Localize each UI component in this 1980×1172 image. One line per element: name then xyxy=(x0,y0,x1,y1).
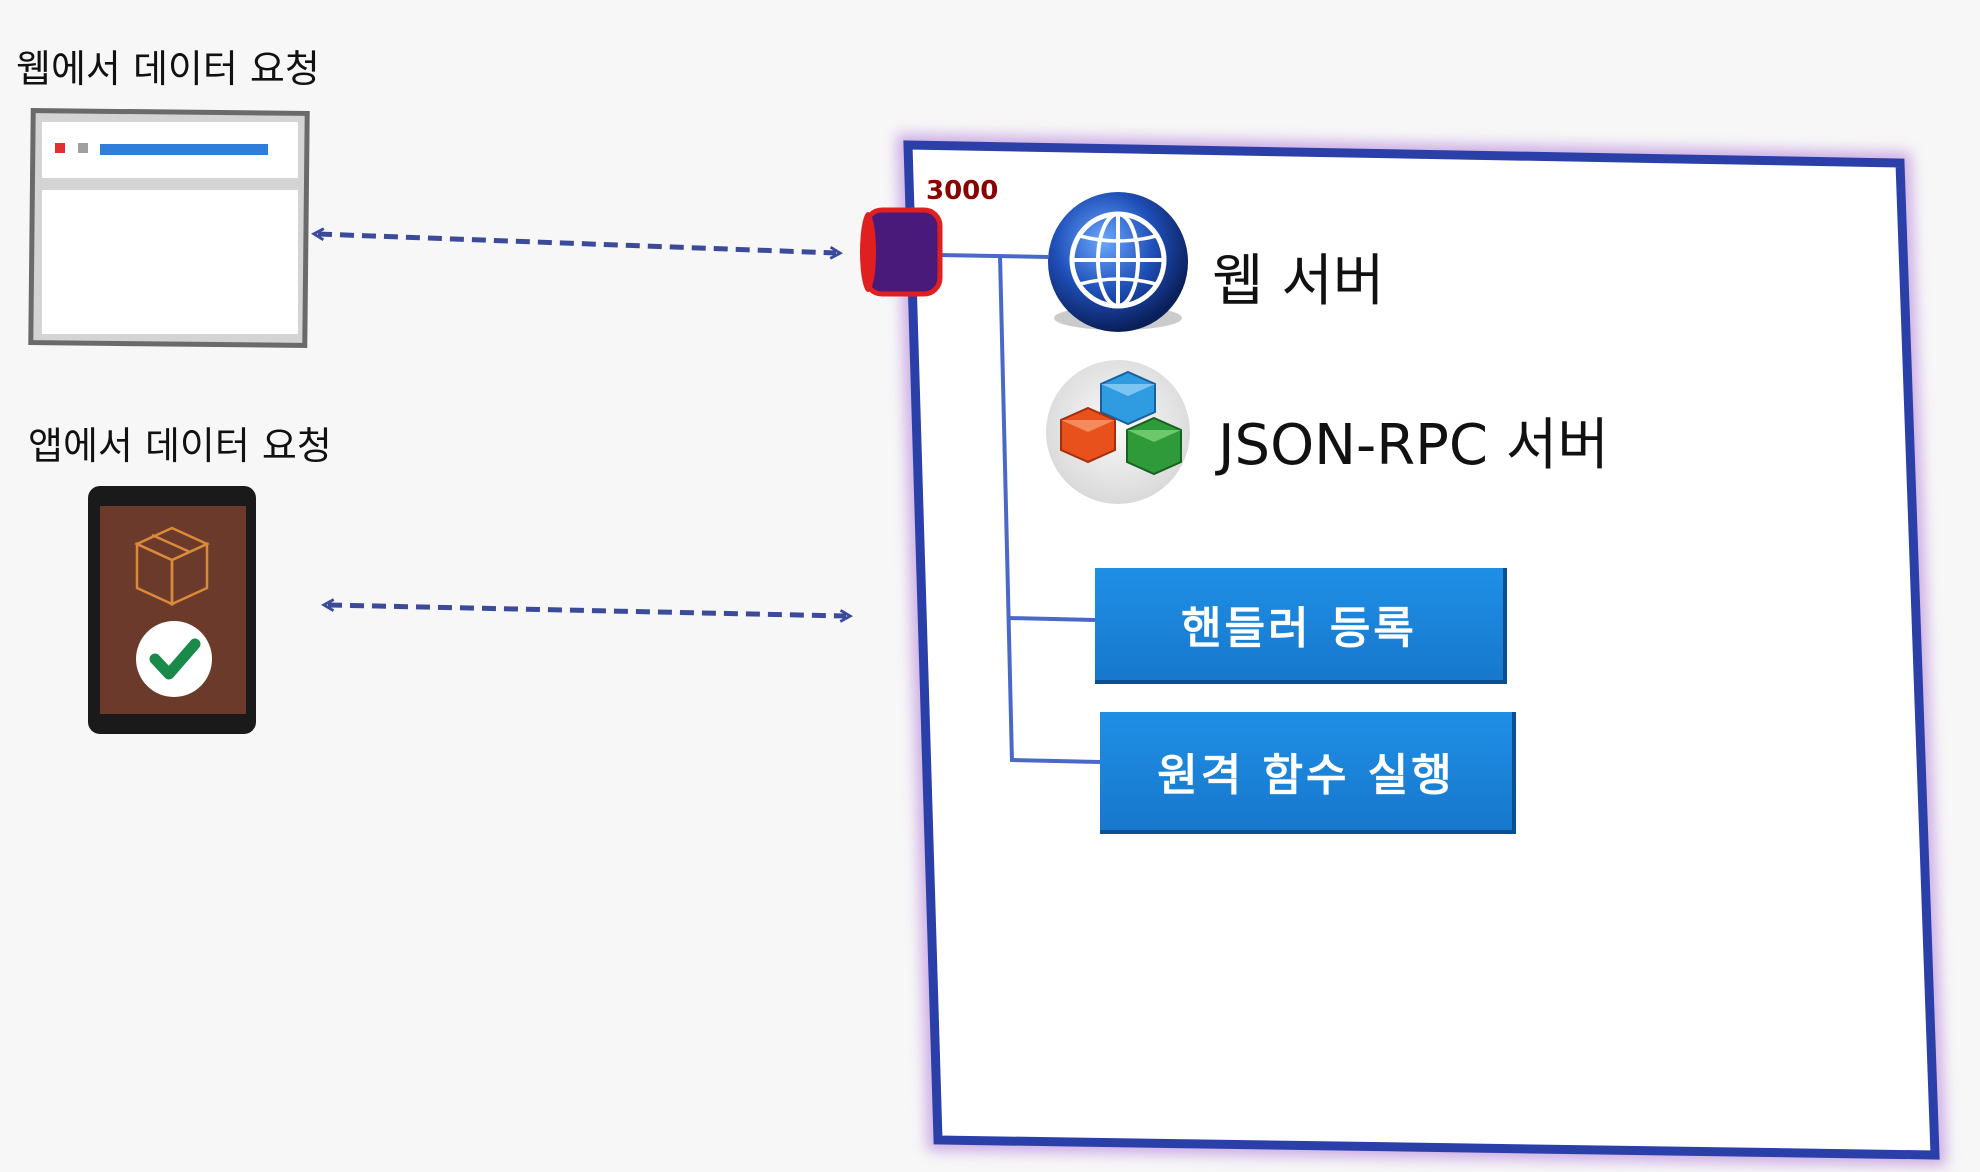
remote-function-box: 원격 함수 실행 xyxy=(1100,712,1516,834)
package-box-icon xyxy=(133,526,211,606)
connector-lines xyxy=(937,253,1101,764)
web-arrow xyxy=(318,234,836,253)
tablet-app-icon xyxy=(88,486,256,734)
globe-icon xyxy=(1048,192,1188,332)
cubes-icon xyxy=(1046,360,1190,504)
web-server-label: 웹 서버 xyxy=(1212,249,1385,314)
app-request-label: 앱에서 데이터 요청 xyxy=(28,424,332,468)
web-request-label: 웹에서 데이터 요청 xyxy=(16,47,320,91)
app-arrow xyxy=(328,605,846,616)
port-label: 3000 xyxy=(926,176,999,206)
port-cylinder-icon xyxy=(860,207,943,297)
register-handler-box: 핸들러 등록 xyxy=(1095,568,1507,684)
jsonrpc-server-label: JSON-RPC 서버 xyxy=(1218,413,1609,478)
browser-window-icon xyxy=(28,108,310,348)
checkmark-icon xyxy=(136,621,212,697)
